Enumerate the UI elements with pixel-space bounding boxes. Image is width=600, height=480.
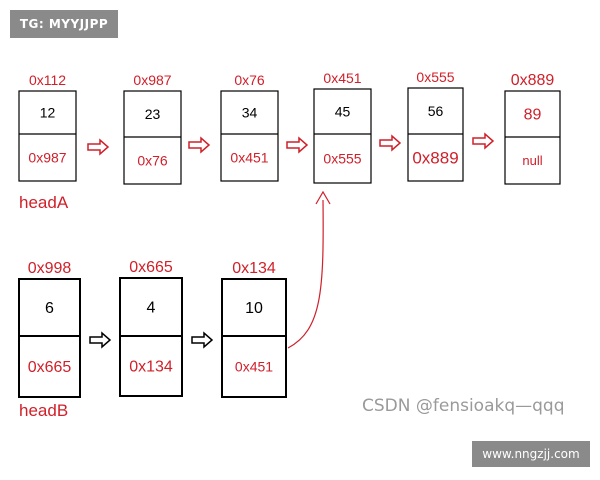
list-a-node-address: 0x987 — [133, 72, 171, 88]
list-a-node-address: 0x451 — [323, 70, 361, 86]
list-a-node-box — [220, 90, 279, 182]
list-a-node-box — [18, 90, 77, 182]
list-a-node-value: 12 — [40, 104, 56, 120]
list-a-node-address: 0x889 — [511, 72, 555, 89]
list-a-node-value: 34 — [242, 104, 258, 120]
list-a-node-address: 0x112 — [29, 72, 66, 88]
list-a-node: 0x987 23 0x76 — [123, 72, 182, 185]
list-b-node-address: 0x665 — [129, 259, 173, 276]
list-a-node: 0x76 34 0x451 — [220, 72, 279, 182]
list-b-node-next: 0x665 — [28, 359, 72, 376]
list-a-node: 0x451 45 0x555 — [313, 70, 372, 184]
list-b: 0x998 6 0x665 0x665 4 0x134 0x134 10 0x451 headB — [18, 259, 287, 420]
list-a: 0x112 12 0x987 0x987 23 0x76 0x76 34 0x451 0x451 4… — [18, 69, 561, 212]
list-b-node-box — [18, 278, 81, 398]
list-a-node-value: 56 — [428, 103, 444, 119]
list-a-node: 0x889 89 null — [504, 72, 561, 185]
list-a-node-next: 0x987 — [28, 149, 66, 165]
list-a-node-box — [313, 88, 372, 184]
list-b-node-address: 0x998 — [28, 260, 72, 277]
list-b-node: 0x134 10 0x451 — [221, 260, 287, 398]
list-b-arrow-2 — [191, 331, 214, 349]
list-b-node-value: 6 — [45, 300, 54, 317]
tg-badge: TG: MYYJJPP — [10, 10, 118, 38]
list-a-arrow-1 — [87, 138, 110, 156]
list-a-node-value: 45 — [335, 103, 351, 119]
list-b-node-next: 0x451 — [235, 358, 273, 374]
list-b-node-box — [221, 278, 287, 398]
list-a-node-value: 89 — [524, 107, 542, 124]
list-a-node-next: 0x451 — [230, 149, 268, 165]
list-b-node: 0x665 4 0x134 — [119, 259, 183, 397]
list-a-node-address: 0x76 — [234, 72, 265, 88]
list-a-node-next: 0x889 — [412, 148, 458, 167]
list-b-node: 0x998 6 0x665 — [18, 260, 81, 398]
list-a-node-next: null — [522, 153, 542, 168]
site-url-badge: www.nngzjj.com — [472, 441, 590, 467]
list-b-node-next: 0x134 — [129, 359, 173, 376]
list-a-arrow-3 — [286, 136, 309, 154]
list-a-node-address: 0x555 — [416, 69, 454, 85]
connectors — [287, 190, 331, 349]
list-b-head-label: headB — [19, 401, 68, 420]
list-a-node-next: 0x76 — [137, 152, 168, 168]
list-a-arrow-5 — [472, 132, 495, 150]
merge-connector — [287, 199, 324, 349]
list-b-arrow-1 — [89, 331, 112, 349]
list-b-node-address: 0x134 — [232, 260, 276, 277]
list-a-node-next: 0x555 — [323, 150, 361, 166]
list-b-node-value: 4 — [147, 300, 156, 317]
list-a-node-value: 23 — [145, 106, 161, 122]
list-a-arrow-4 — [379, 134, 402, 152]
list-a-node: 0x112 12 0x987 — [18, 72, 77, 182]
merge-connector-arrowhead — [315, 190, 331, 205]
csdn-watermark: CSDN @fensioakq—qqq — [362, 396, 565, 416]
list-a-node: 0x555 56 0x889 — [407, 69, 464, 182]
list-b-node-value: 10 — [245, 300, 263, 317]
list-a-head-label: headA — [19, 193, 69, 212]
list-a-arrow-2 — [188, 136, 211, 154]
